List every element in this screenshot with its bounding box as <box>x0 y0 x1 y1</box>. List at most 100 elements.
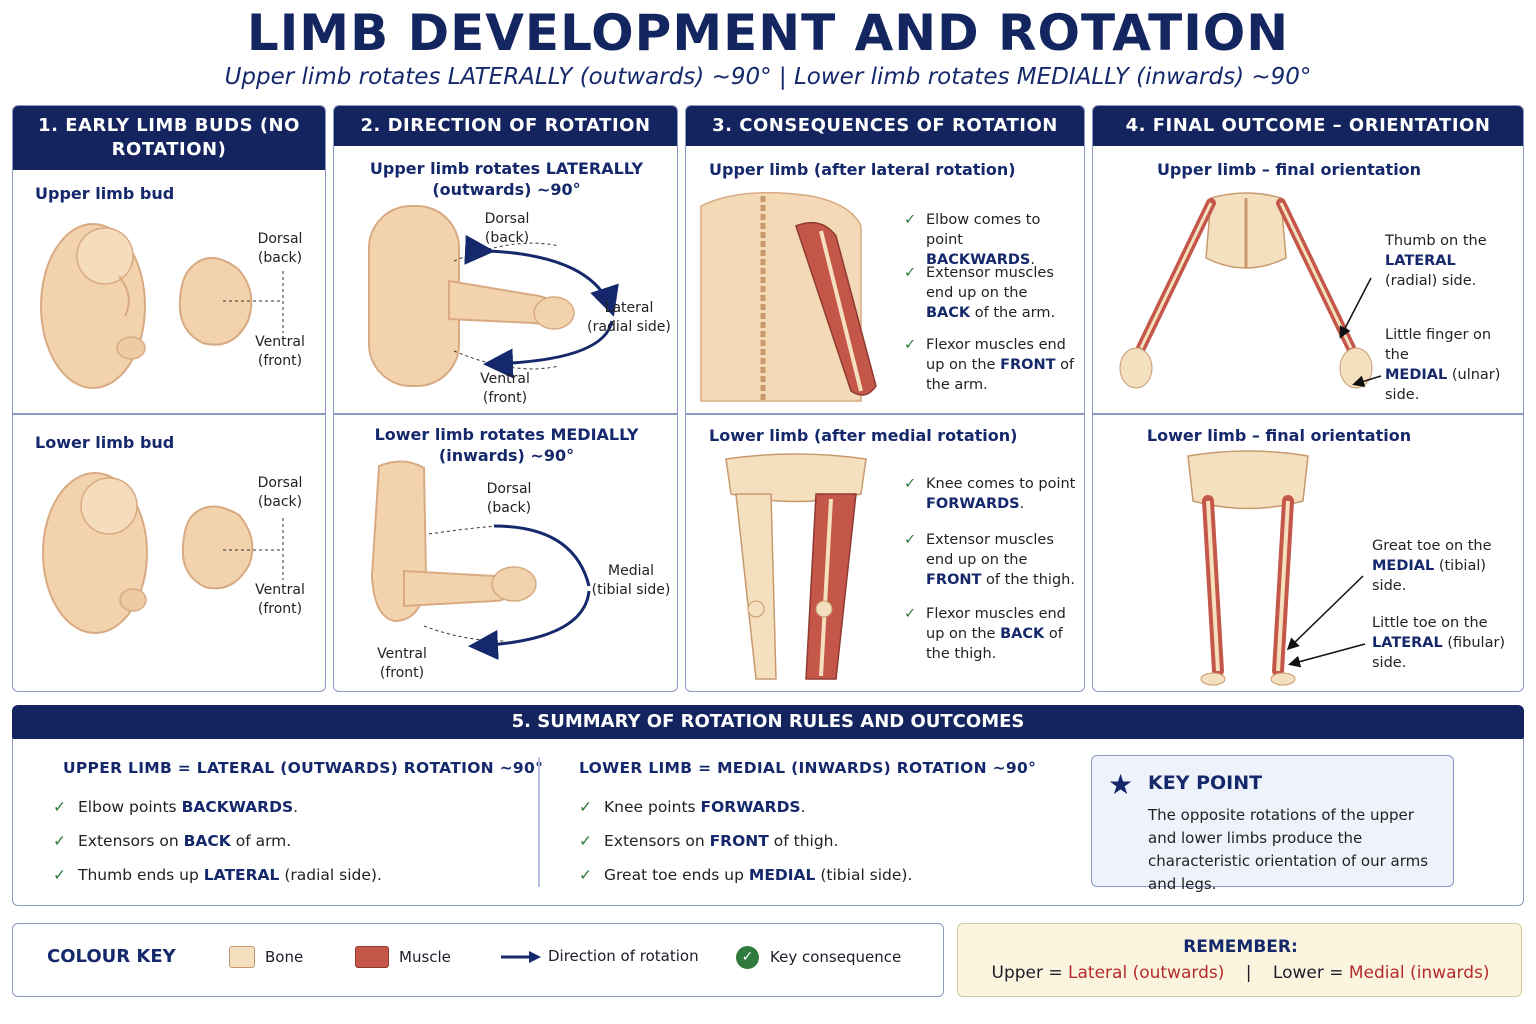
panel-early-limb-buds: 1. EARLY LIMB BUDS (NO ROTATION) Upper l… <box>12 105 326 692</box>
note-bold: LATERAL <box>1385 253 1456 269</box>
item-text: Extensor muscles end up on the <box>926 532 1054 568</box>
item-text: Knee comes to point <box>926 476 1076 492</box>
bud1-ventral-label: Ventral(front) <box>245 333 315 371</box>
check-icon: ✓ <box>904 212 917 228</box>
dorsal-text: Dorsal <box>484 211 530 227</box>
lower-rotation-title-line2: (inwards) ~90° <box>438 446 575 465</box>
item-bold: BACK <box>926 305 971 321</box>
item-post: of the arm. <box>970 305 1056 321</box>
ventral-text: Ventral <box>255 582 305 598</box>
lower-bud-axis-lines <box>223 518 284 580</box>
embryo-lower-illustration <box>42 472 148 634</box>
upper-consequence-item-1: ✓Elbow comes to point BACKWARDS. <box>904 210 1076 270</box>
panel-4-header: 4. FINAL OUTCOME – ORIENTATION <box>1093 106 1523 146</box>
check-icon: ✓ <box>579 866 592 884</box>
lower-final-subtitle: Lower limb – final orientation <box>1146 426 1412 445</box>
legend-muscle-label: Muscle <box>399 948 451 966</box>
bud1-dorsal-label: Dorsal(back) <box>245 230 315 268</box>
item-text: Flexor muscles end up on the <box>926 606 1066 642</box>
summary-lower-item-1: ✓Knee points FORWARDS. <box>579 798 806 816</box>
muscle-swatch <box>355 946 389 968</box>
panel-4-divider <box>1093 413 1523 415</box>
dorsal-text: Dorsal <box>257 475 303 491</box>
item-bold: FRONT <box>1000 357 1056 373</box>
note-bold: LATERAL <box>1372 635 1443 651</box>
item-text: Great toe ends up <box>604 866 749 884</box>
bud2-ventral-label: Ventral (front) <box>245 581 315 619</box>
item-bold: FRONT <box>709 832 769 850</box>
legend-bone-label: Bone <box>265 948 304 966</box>
summary-upper-heading: UPPER LIMB = LATERAL (OUTWARDS) ROTATION… <box>63 759 544 777</box>
upper-rotation-title: Upper limb rotates LATERALLY(outwards) ~… <box>334 158 677 200</box>
check-icon: ✓ <box>579 798 592 816</box>
remember-separator: | <box>1245 963 1252 983</box>
lower-consequence-item-2: ✓Extensor muscles end up on the FRONT of… <box>904 530 1076 590</box>
item-post: . <box>1030 252 1035 268</box>
legend-rotation-label: Direction of rotation <box>548 947 699 965</box>
key-point-text: The opposite rotations of the upper and … <box>1148 806 1429 893</box>
lower-skeleton-illustration <box>1187 450 1309 686</box>
dorsal-sub-text: (back) <box>257 250 303 266</box>
upper-rotation-title-line1: Upper limb rotates LATERALLY <box>369 159 644 178</box>
item-bold: FRONT <box>926 572 982 588</box>
legend-consequence-label: Key consequence <box>770 948 902 966</box>
p2-lower-dorsal-label: Dorsal (back) <box>474 480 544 518</box>
ventral-sub-text: (front) <box>257 601 303 617</box>
lower-rotation-title: Lower limb rotates MEDIALLY (inwards) ~90… <box>334 424 677 466</box>
item-post: of the thigh. <box>981 572 1075 588</box>
page-subtitle: Upper limb rotates LATERALLY (outwards) … <box>224 64 1312 90</box>
item-bold: BACK <box>1000 626 1045 642</box>
item-bold: FORWARDS <box>926 496 1020 512</box>
p2-upper-lateral-label: Lateral(radial side) <box>584 299 674 337</box>
check-icon: ✓ <box>904 337 917 353</box>
medial-sub-text: (tibial side) <box>591 582 671 598</box>
upper-limb-bud-shape <box>178 257 253 346</box>
p2-lower-ventral-label: Ventral(front) <box>367 645 437 683</box>
upper-final-subtitle: Upper limb – final orientation <box>1156 160 1422 179</box>
embryo-upper-illustration <box>40 223 146 389</box>
item-text: Thumb ends up <box>78 866 204 884</box>
note-post: (fibular) side. <box>1372 635 1506 671</box>
ventral-text: Ventral <box>480 371 530 387</box>
colour-key-legend: COLOUR KEY Bone Muscle Direction of rota… <box>12 923 944 997</box>
item-text: Flexor muscles end up on the <box>926 337 1066 373</box>
panel-3-header: 3. CONSEQUENCES OF ROTATION <box>686 106 1084 146</box>
p2-upper-dorsal-label: Dorsal (back) <box>472 210 542 248</box>
lateral-sub-text: (radial side) <box>587 319 671 335</box>
item-text: Extensors on <box>78 832 184 850</box>
note-text: Thumb on the <box>1385 233 1487 249</box>
summary-lower-item-3: ✓Great toe ends up MEDIAL (tibial side). <box>579 866 912 884</box>
upper-bud-axis-lines <box>223 271 284 333</box>
dorsal-text: Dorsal <box>486 481 532 497</box>
item-post: (tibial side). <box>815 866 913 884</box>
item-post: . <box>1019 496 1025 512</box>
item-post: (radial side). <box>279 866 382 884</box>
dorsal-sub-text: (back) <box>484 230 530 246</box>
item-bold: BACK <box>183 832 231 850</box>
medial-text: Medial <box>608 563 654 579</box>
lower-rotation-title-line1: Lower limb rotates MEDIALLY <box>374 425 639 444</box>
note-bold: MEDIAL <box>1372 558 1435 574</box>
upper-back-anatomy-illustration <box>700 191 877 402</box>
check-icon: ✓ <box>904 476 917 492</box>
summary-lower-heading: LOWER LIMB = MEDIAL (INWARDS) ROTATION ~… <box>579 759 1037 777</box>
item-bold: FORWARDS <box>700 798 801 816</box>
panel-2-divider <box>334 413 677 415</box>
bone-swatch <box>229 946 255 968</box>
note-post: (ulnar) side. <box>1385 367 1501 403</box>
remember-upper: Upper = <box>991 963 1069 983</box>
item-post: of thigh. <box>768 832 839 850</box>
summary-lower-item-2: ✓Extensors on FRONT of thigh. <box>579 832 838 850</box>
note-text: Little toe on the <box>1372 615 1488 631</box>
upper-consequence-item-3: ✓Flexor muscles end up on the FRONT of t… <box>904 335 1076 395</box>
remember-title: REMEMBER: <box>1183 937 1298 957</box>
lower-consequence-item-3: ✓Flexor muscles end up on the BACK of th… <box>904 604 1076 664</box>
dorsal-sub-text: (back) <box>486 500 532 516</box>
lower-pointer-arrows <box>1286 575 1366 668</box>
remember-lower: Lower = <box>1272 963 1349 983</box>
note-post: (radial) side. <box>1385 273 1477 289</box>
note-text: Great toe on the <box>1372 538 1492 554</box>
panel-2-header: 2. DIRECTION OF ROTATION <box>334 106 677 146</box>
upper-pointer-arrows <box>1339 277 1382 388</box>
